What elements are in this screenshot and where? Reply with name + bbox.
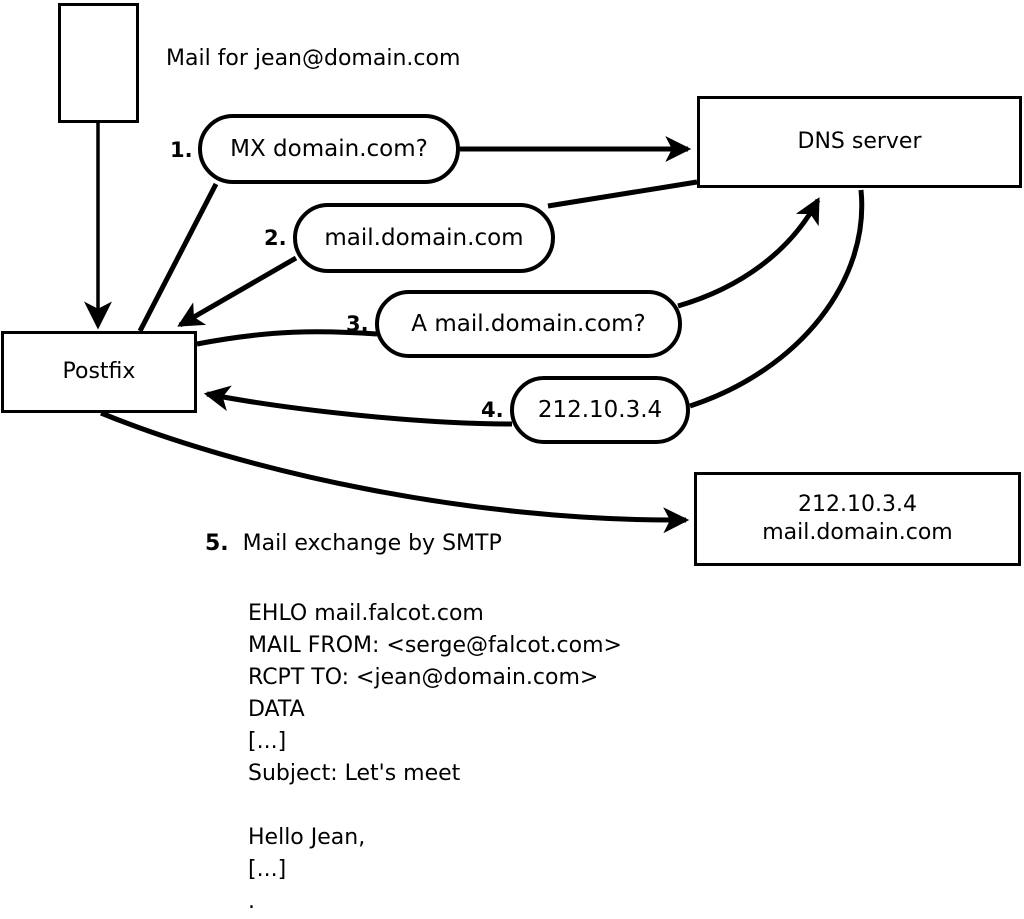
step-5-label: Mail exchange by SMTP <box>242 531 502 556</box>
step-2-number: 2. <box>264 226 287 250</box>
step-4-number: 4. <box>481 398 504 422</box>
step-2-bubble[interactable]: mail.domain.com <box>293 203 555 273</box>
dns-server-node[interactable]: DNS server <box>697 96 1022 188</box>
step-3-label: A mail.domain.com? <box>411 311 646 337</box>
step-2-label: mail.domain.com <box>324 225 524 251</box>
source-mailbox-node[interactable] <box>58 3 139 123</box>
step-3-bubble[interactable]: A mail.domain.com? <box>375 290 682 358</box>
step-3-number: 3. <box>346 312 369 336</box>
postfix-node[interactable]: Postfix <box>1 331 197 413</box>
step-5-number: 5. <box>205 531 229 556</box>
step-1-bubble[interactable]: MX domain.com? <box>198 114 460 184</box>
step-4-bubble[interactable]: 212.10.3.4 <box>510 376 690 444</box>
step-4-label: 212.10.3.4 <box>537 397 663 423</box>
line-postfix-to-step1 <box>137 182 219 333</box>
arrow-step5-smtp <box>100 410 690 534</box>
mail-server-node[interactable]: 212.10.3.4 mail.domain.com <box>694 472 1021 566</box>
line-dns-to-step4 <box>689 189 865 409</box>
mail-server-label: 212.10.3.4 mail.domain.com <box>762 492 953 545</box>
arrow-step3-to-dns <box>677 197 821 309</box>
postfix-label: Postfix <box>62 359 136 384</box>
arrow-step4-to-postfix <box>203 385 513 427</box>
dns-server-label: DNS server <box>797 129 922 154</box>
mail-for-note: Mail for jean@domain.com <box>166 46 461 71</box>
step-5-caption: 5. Mail exchange by SMTP <box>205 531 502 556</box>
line-postfix-to-step3 <box>196 329 378 347</box>
smtp-transcript: EHLO mail.falcot.com MAIL FROM: <serge@f… <box>248 601 622 914</box>
step-1-number: 1. <box>170 138 193 162</box>
step-1-label: MX domain.com? <box>230 136 428 162</box>
arrow-step2-to-postfix <box>177 255 298 328</box>
line-dns-to-step2 <box>547 179 698 209</box>
